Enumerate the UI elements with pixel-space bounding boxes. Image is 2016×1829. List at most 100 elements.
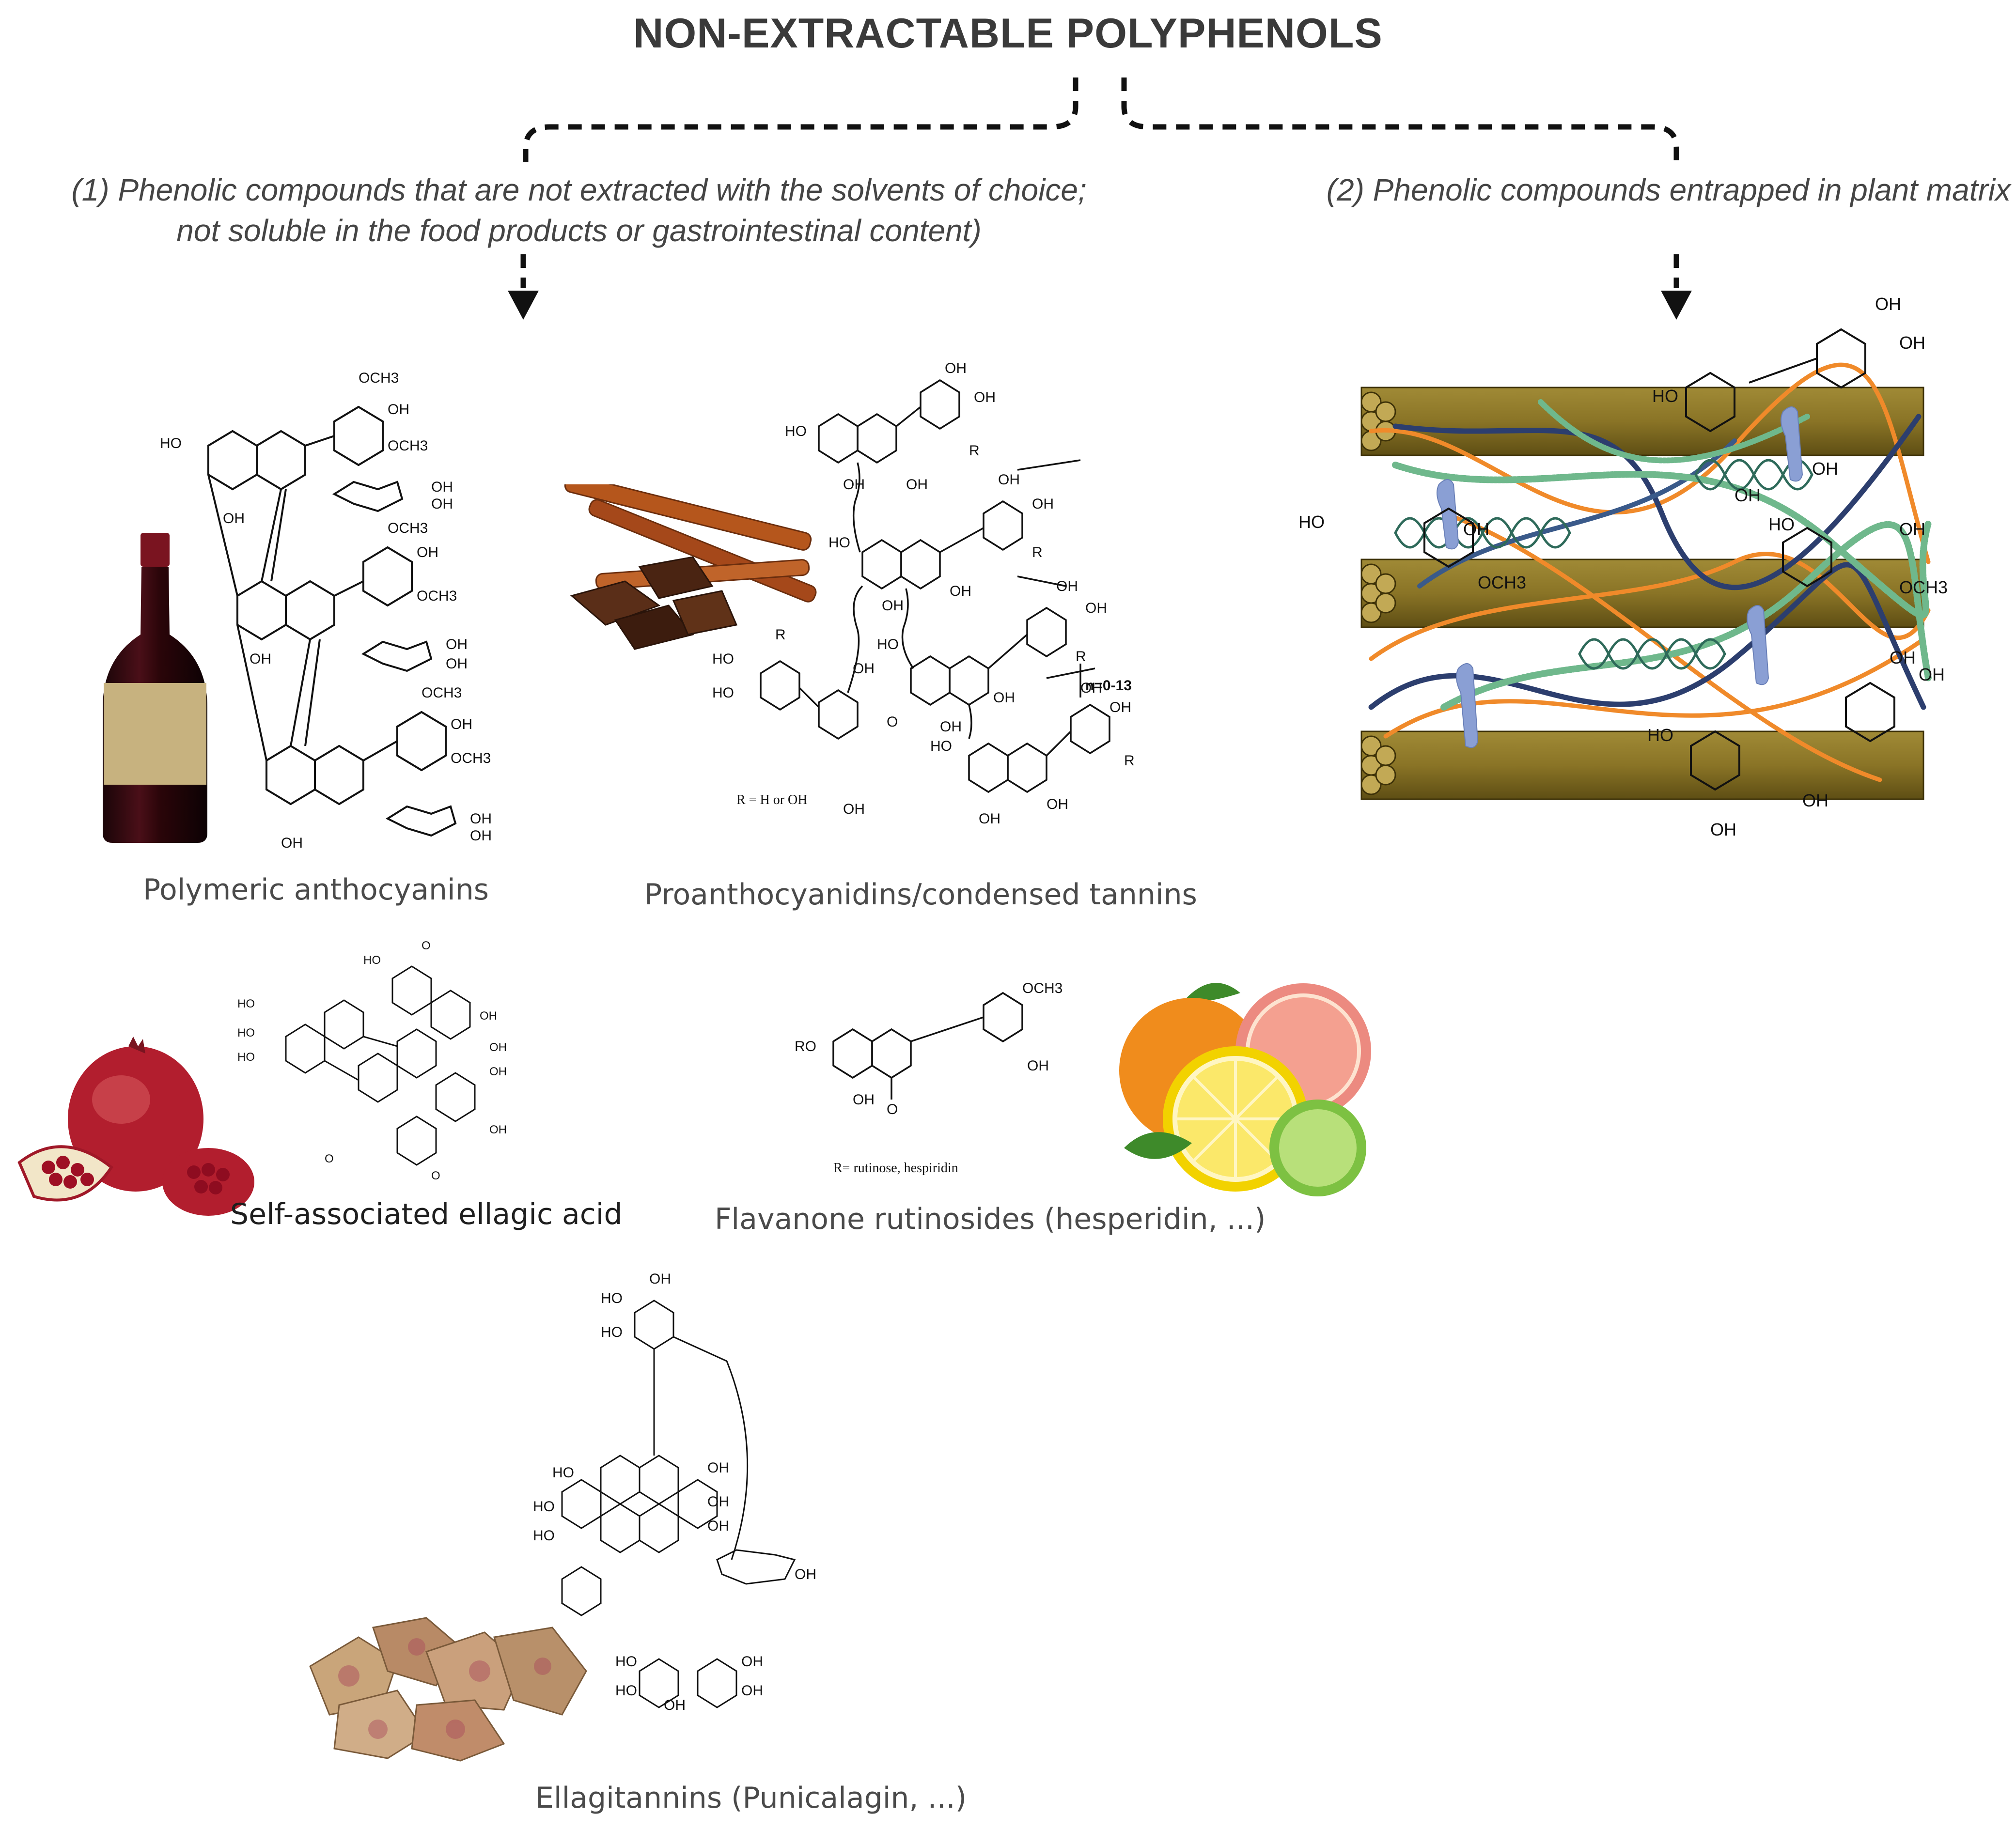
svg-text:OH: OH xyxy=(1802,790,1828,810)
svg-text:HO: HO xyxy=(160,435,182,451)
svg-text:R: R xyxy=(775,627,786,643)
svg-text:OH: OH xyxy=(431,496,453,512)
svg-text:OH: OH xyxy=(945,360,967,376)
svg-text:OH: OH xyxy=(470,811,492,827)
svg-text:OH: OH xyxy=(223,511,245,527)
svg-text:OCH3: OCH3 xyxy=(388,520,428,536)
svg-text:OH: OH xyxy=(974,389,996,405)
svg-text:OH: OH xyxy=(1899,519,1925,539)
svg-text:R: R xyxy=(1076,649,1086,665)
svg-text:OH: OH xyxy=(741,1683,763,1699)
svg-text:OH: OH xyxy=(1047,796,1068,812)
svg-text:HO: HO xyxy=(1298,512,1325,532)
branch-one-line2: not soluble in the food products or gast… xyxy=(176,213,982,248)
svg-text:OH: OH xyxy=(1463,519,1489,539)
branch-one-line1: (1) Phenolic compounds that are not extr… xyxy=(71,172,1087,207)
svg-text:OH: OH xyxy=(1080,680,1102,696)
svg-text:O: O xyxy=(431,1169,440,1182)
svg-text:OH: OH xyxy=(1110,699,1131,715)
branch-two-label: (2) Phenolic compounds entrapped in plan… xyxy=(1326,172,2011,207)
svg-text:HO: HO xyxy=(237,997,255,1010)
diagram-title: NON-EXTRACTABLE POLYPHENOLS xyxy=(633,10,1383,57)
svg-text:OH: OH xyxy=(1032,496,1054,512)
svg-text:R: R xyxy=(1124,753,1135,769)
svg-text:OH: OH xyxy=(1735,485,1761,505)
svg-text:OH: OH xyxy=(1056,578,1078,594)
svg-text:OH: OH xyxy=(664,1697,686,1713)
citrus-fruits-image xyxy=(1119,983,1371,1196)
svg-text:HO: HO xyxy=(237,1051,255,1064)
svg-text:OH: OH xyxy=(250,651,271,667)
svg-text:OH: OH xyxy=(979,811,1000,827)
svg-text:OH: OH xyxy=(707,1494,729,1510)
flavanone-r-note: R= rutinose, hespiridin xyxy=(833,1161,958,1176)
svg-text:HO: HO xyxy=(1647,725,1673,745)
svg-text:HO: HO xyxy=(363,954,381,967)
label-polymeric-anthocyanins: Polymeric anthocyanins xyxy=(143,873,489,907)
connector-left xyxy=(523,78,1078,162)
svg-text:HO: HO xyxy=(615,1654,637,1670)
svg-text:OCH3: OCH3 xyxy=(422,685,462,701)
svg-text:OH: OH xyxy=(489,1041,507,1054)
svg-text:OH: OH xyxy=(1890,648,1916,667)
svg-text:OH: OH xyxy=(993,690,1015,706)
svg-text:OH: OH xyxy=(489,1123,507,1136)
svg-text:OH: OH xyxy=(853,1092,875,1108)
svg-text:OH: OH xyxy=(446,636,468,652)
svg-text:OH: OH xyxy=(882,598,904,614)
svg-text:OH: OH xyxy=(707,1460,729,1476)
svg-text:OH: OH xyxy=(1710,820,1736,839)
svg-text:OCH3: OCH3 xyxy=(1022,980,1063,996)
label-flavanone-rutinosides: Flavanone rutinosides (hesperidin, ...) xyxy=(715,1202,1266,1236)
label-ellagic-acid: Self-associated ellagic acid xyxy=(230,1197,623,1231)
svg-text:OH: OH xyxy=(417,544,438,560)
svg-text:OH: OH xyxy=(480,1009,497,1023)
svg-text:OH: OH xyxy=(1812,459,1838,479)
arrowhead-right xyxy=(1661,291,1692,320)
svg-text:OH: OH xyxy=(795,1566,816,1582)
svg-text:OH: OH xyxy=(1919,665,1945,684)
wine-bottle-image xyxy=(103,533,207,843)
svg-text:HO: HO xyxy=(828,535,850,551)
svg-text:OCH3: OCH3 xyxy=(388,438,428,454)
svg-text:OH: OH xyxy=(998,472,1020,488)
svg-text:HO: HO xyxy=(712,685,734,701)
svg-text:OH: OH xyxy=(388,402,409,418)
svg-text:OCH3: OCH3 xyxy=(1478,573,1526,592)
svg-text:n=0-13: n=0-13 xyxy=(1085,678,1132,694)
svg-text:HO: HO xyxy=(1652,386,1678,406)
svg-text:RO: RO xyxy=(795,1038,816,1054)
svg-text:OH: OH xyxy=(1085,600,1107,616)
svg-text:OH: OH xyxy=(470,828,492,844)
svg-text:OH: OH xyxy=(940,719,962,735)
svg-text:OH: OH xyxy=(649,1271,671,1287)
svg-text:HO: HO xyxy=(601,1324,623,1340)
svg-text:OH: OH xyxy=(843,801,865,817)
label-proanthocyanidins: Proanthocyanidins/condensed tannins xyxy=(644,878,1197,912)
svg-text:R: R xyxy=(969,443,980,459)
svg-text:OCH3: OCH3 xyxy=(451,750,491,766)
svg-text:HO: HO xyxy=(601,1290,623,1306)
svg-text:O: O xyxy=(422,940,431,952)
svg-text:HO: HO xyxy=(533,1528,555,1544)
svg-text:HO: HO xyxy=(552,1465,574,1481)
proanthocyanidin-r-note: R = H or OH xyxy=(736,792,807,807)
svg-text:OH: OH xyxy=(1899,333,1925,353)
svg-text:OH: OH xyxy=(1875,294,1901,314)
connector-right xyxy=(1121,78,1679,162)
cellulose-fiber-1 xyxy=(1360,387,1924,456)
cinnamon-chocolate-image xyxy=(564,484,817,650)
svg-text:HO: HO xyxy=(877,636,899,652)
svg-text:OH: OH xyxy=(906,477,928,493)
svg-text:OCH3: OCH3 xyxy=(417,588,457,604)
svg-text:OH: OH xyxy=(446,656,468,672)
label-ellagitannins: Ellagitannins (Punicalagin, ...) xyxy=(535,1781,967,1815)
svg-text:OH: OH xyxy=(281,835,303,851)
svg-text:HO: HO xyxy=(237,1026,255,1039)
svg-text:OCH3: OCH3 xyxy=(1899,577,1948,597)
svg-text:HO: HO xyxy=(533,1499,555,1515)
svg-text:R: R xyxy=(1032,544,1043,560)
proanthocyanidin-structure: OH OH R HO OH OH OH OH R HO OH OH OH OH R HO OH OH n… xyxy=(712,360,1135,827)
